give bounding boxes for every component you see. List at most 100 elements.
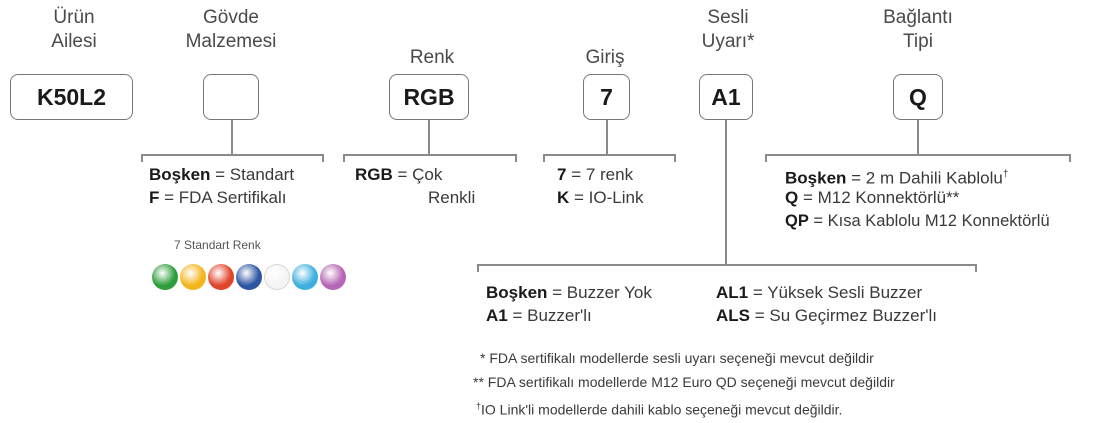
footnote-cable: †IO Link'li modellerde dahili kablo seçe…	[476, 397, 842, 419]
connector-body-tick-left	[141, 154, 143, 162]
input-option-k-sep: =	[569, 188, 589, 207]
header-family-line2: Ailesi	[51, 31, 97, 52]
sound-option-blank-desc: Buzzer Yok	[566, 283, 652, 302]
body-option-f-sep: =	[159, 188, 179, 207]
header-body-line2: Malzemesi	[185, 31, 277, 52]
swatch-white	[264, 264, 290, 290]
connector-input-tick-right	[674, 154, 676, 162]
color-option-rgb-desc-line2: Renkli	[428, 188, 476, 207]
connection-option-blank: Boşken = 2 m Dahili Kablolu†	[785, 164, 1008, 190]
color-option-rgb-sep: =	[392, 165, 413, 184]
body-option-f: F = FDA Sertifikalı	[149, 187, 286, 209]
sound-option-blank-code: Boşken	[486, 283, 548, 302]
connection-option-q: Q = M12 Konnektörlü**	[785, 187, 959, 209]
swatch-green	[152, 264, 178, 290]
sound-option-blank-sep: =	[547, 283, 567, 302]
sound-option-als: ALS = Su Geçirmez Buzzer'lı	[716, 305, 937, 327]
header-body-line1: Gövde	[203, 7, 259, 28]
footnote-sound-text: FDA sertifikalı modellerde sesli uyarı s…	[489, 350, 874, 366]
input-option-7-sep: =	[566, 165, 586, 184]
header-connection: Bağlantı Tipi	[868, 6, 968, 54]
body-option-blank-code: Boşken	[149, 165, 211, 184]
connector-input-bracket	[543, 154, 676, 156]
swatch-label: 7 Standart Renk	[174, 238, 261, 252]
connector-sound-bracket	[477, 264, 977, 266]
connector-sound-vertical	[725, 120, 727, 264]
footnote-sound-mark: *	[480, 350, 486, 366]
header-sound-line1: Sesli	[707, 7, 749, 28]
header-body: Gövde Malzemesi	[166, 6, 296, 54]
swatch-red	[208, 264, 234, 290]
connection-option-q-code: Q	[785, 188, 799, 207]
connector-connection-bracket	[765, 154, 1071, 156]
connector-input-vertical	[606, 120, 608, 154]
footnote-m12-text: FDA sertifikalı modellerde M12 Euro QD s…	[487, 374, 895, 390]
input-option-k: K = IO-Link	[557, 187, 643, 209]
sound-option-als-sep: =	[750, 306, 770, 325]
body-option-f-desc: FDA Sertifikalı	[178, 188, 287, 207]
color-option-rgb-code: RGB	[355, 165, 393, 184]
sound-option-a1-code: A1	[486, 306, 508, 325]
header-connection-line1: Bağlantı	[883, 7, 953, 28]
connector-connection-tick-left	[765, 154, 767, 162]
connection-option-qp-code: QP	[785, 212, 809, 230]
connector-color-vertical	[428, 120, 430, 154]
connector-color-bracket	[343, 154, 517, 156]
header-color: Renk	[390, 46, 474, 70]
footnote-m12-mark: **	[473, 374, 484, 390]
body-option-blank: Boşken = Standart	[149, 164, 294, 186]
connector-sound-tick-left	[477, 264, 479, 272]
footnote-m12: ** FDA sertifikalı modellerde M12 Euro Q…	[473, 373, 895, 391]
header-color-line1: Renk	[409, 47, 455, 68]
connector-sound-tick-right	[975, 264, 977, 272]
header-sound: Sesli Uyarı*	[688, 6, 768, 54]
header-input: Giriş	[570, 46, 640, 70]
box-input: 7	[583, 74, 630, 120]
swatch-blue	[236, 264, 262, 290]
footnote-cable-mark: †	[476, 401, 482, 411]
body-option-blank-sep: =	[210, 165, 230, 184]
connection-option-blank-desc: 2 m Dahili Kablolu	[865, 168, 1003, 188]
box-connection: Q	[893, 74, 943, 120]
sound-option-a1: A1 = Buzzer'lı	[486, 305, 592, 327]
sound-option-al1-code: AL1	[716, 283, 749, 302]
connection-option-q-sep: =	[798, 188, 818, 207]
color-option-rgb: RGB = Çok	[355, 164, 442, 186]
connection-option-blank-mark: †	[1002, 169, 1009, 180]
header-sound-line2: Uyarı*	[701, 31, 755, 52]
body-option-blank-desc: Standart	[229, 165, 295, 184]
swatch-yellow	[180, 264, 206, 290]
connector-body-bracket	[141, 154, 324, 156]
connector-body-vertical	[231, 120, 233, 154]
connection-option-blank-sep: =	[846, 168, 866, 188]
swatch-cyan	[292, 264, 318, 290]
sound-option-als-code: ALS	[716, 306, 750, 325]
connection-option-qp: QP = Kısa Kablolu M12 Konnektörlü	[785, 210, 1050, 232]
sound-option-al1-desc: Yüksek Sesli Buzzer	[767, 283, 923, 302]
sound-option-al1-sep: =	[748, 283, 768, 302]
connector-color-tick-right	[515, 154, 517, 162]
connection-option-q-desc: M12 Konnektörlü**	[817, 188, 960, 207]
connector-connection-tick-right	[1069, 154, 1071, 162]
swatch-magenta	[320, 264, 346, 290]
box-color: RGB	[389, 74, 469, 120]
input-option-7-code: 7	[557, 165, 567, 184]
box-sound: A1	[699, 74, 753, 120]
box-family: K50L2	[10, 74, 133, 120]
swatch-row	[152, 264, 348, 290]
body-option-f-code: F	[149, 188, 160, 207]
connection-option-qp-desc: Kısa Kablolu M12 Konnektörlü	[827, 212, 1050, 230]
header-family: Ürün Ailesi	[32, 6, 116, 54]
header-family-line1: Ürün	[53, 7, 95, 28]
footnote-cable-text: IO Link'li modellerde dahili kablo seçen…	[481, 401, 843, 418]
connector-input-tick-left	[543, 154, 545, 162]
connector-body-tick-right	[322, 154, 324, 162]
connection-option-qp-sep: =	[808, 212, 828, 230]
footnote-sound: * FDA sertifikalı modellerde sesli uyarı…	[480, 349, 874, 367]
sound-option-blank: Boşken = Buzzer Yok	[486, 282, 652, 304]
input-option-7: 7 = 7 renk	[557, 164, 633, 186]
box-body	[203, 74, 259, 120]
sound-option-al1: AL1 = Yüksek Sesli Buzzer	[716, 282, 922, 304]
input-option-k-desc: IO-Link	[588, 188, 644, 207]
header-input-line1: Giriş	[585, 47, 625, 68]
